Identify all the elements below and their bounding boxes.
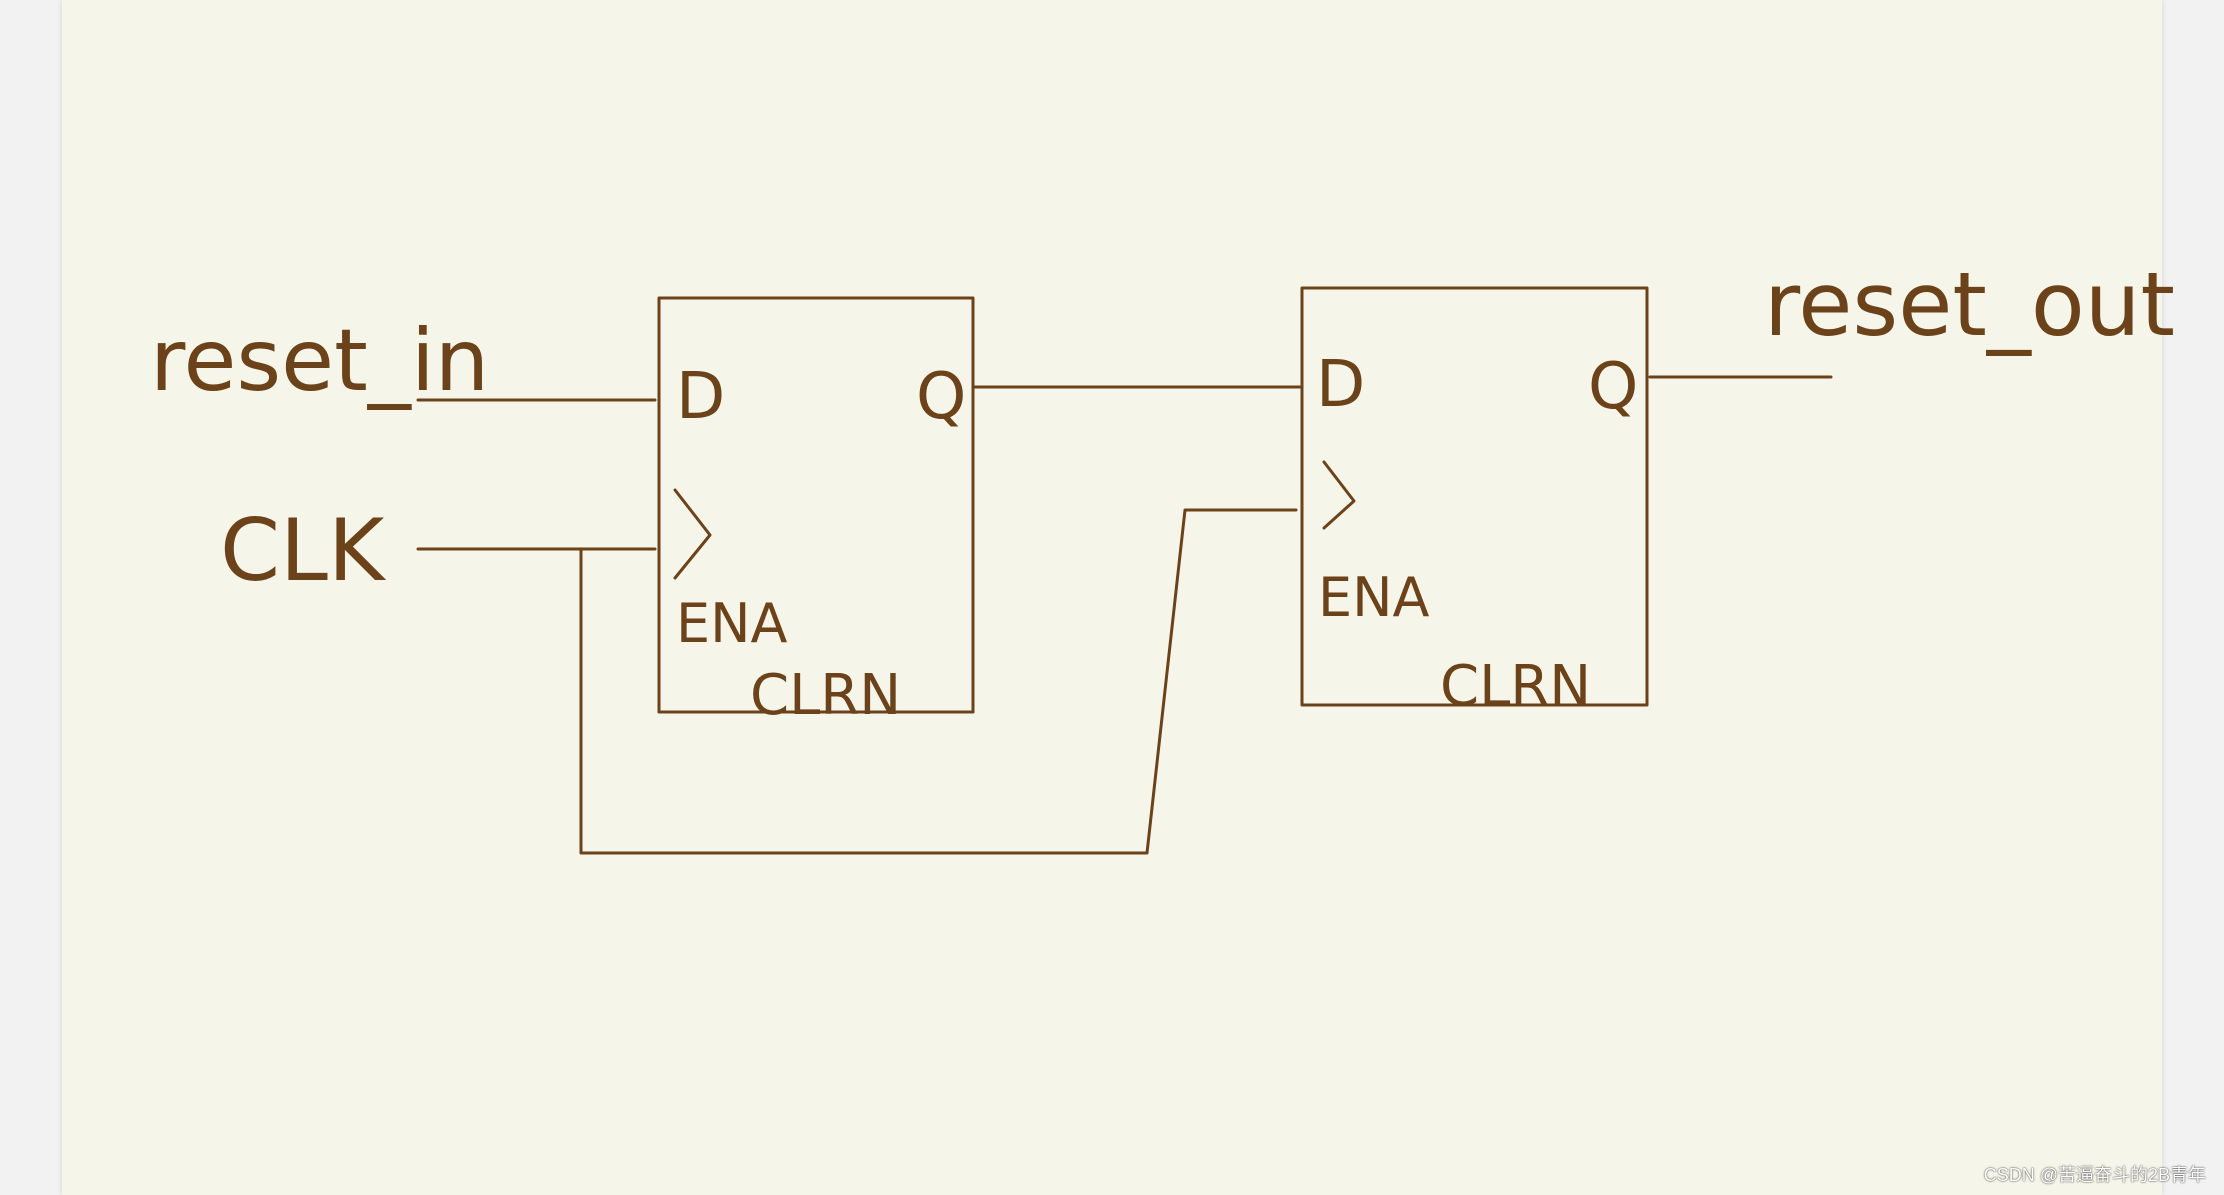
flipflop-1-clock-chevron bbox=[673, 488, 712, 580]
flipflop-2-box bbox=[1300, 286, 1649, 707]
watermark: CSDN @苦逼奋斗的2B青年 bbox=[1983, 1165, 2206, 1185]
label-reset-out: reset_out bbox=[1764, 253, 2175, 356]
label-clk: CLK bbox=[220, 501, 387, 601]
flipflop-2-pin-clrn: CLRN bbox=[1440, 654, 1591, 719]
flipflop-1-pin-d: D bbox=[676, 360, 725, 434]
flipflop-1-pin-clrn: CLRN bbox=[750, 663, 901, 728]
flipflop-1-pin-ena: ENA bbox=[676, 592, 788, 655]
flipflop-1-pin-q: Q bbox=[916, 360, 966, 434]
wire-clk-to-ff2 bbox=[579, 508, 1298, 855]
flipflop-1-box bbox=[657, 296, 975, 714]
flipflop-2-pin-d: D bbox=[1316, 348, 1365, 422]
flipflop-2-pin-q: Q bbox=[1588, 350, 1638, 424]
paper-canvas bbox=[62, 0, 2162, 1195]
flipflop-2-clock-chevron bbox=[1322, 460, 1356, 530]
flipflop-2-pin-ena: ENA bbox=[1318, 566, 1430, 629]
label-reset-in: reset_in bbox=[150, 311, 489, 411]
